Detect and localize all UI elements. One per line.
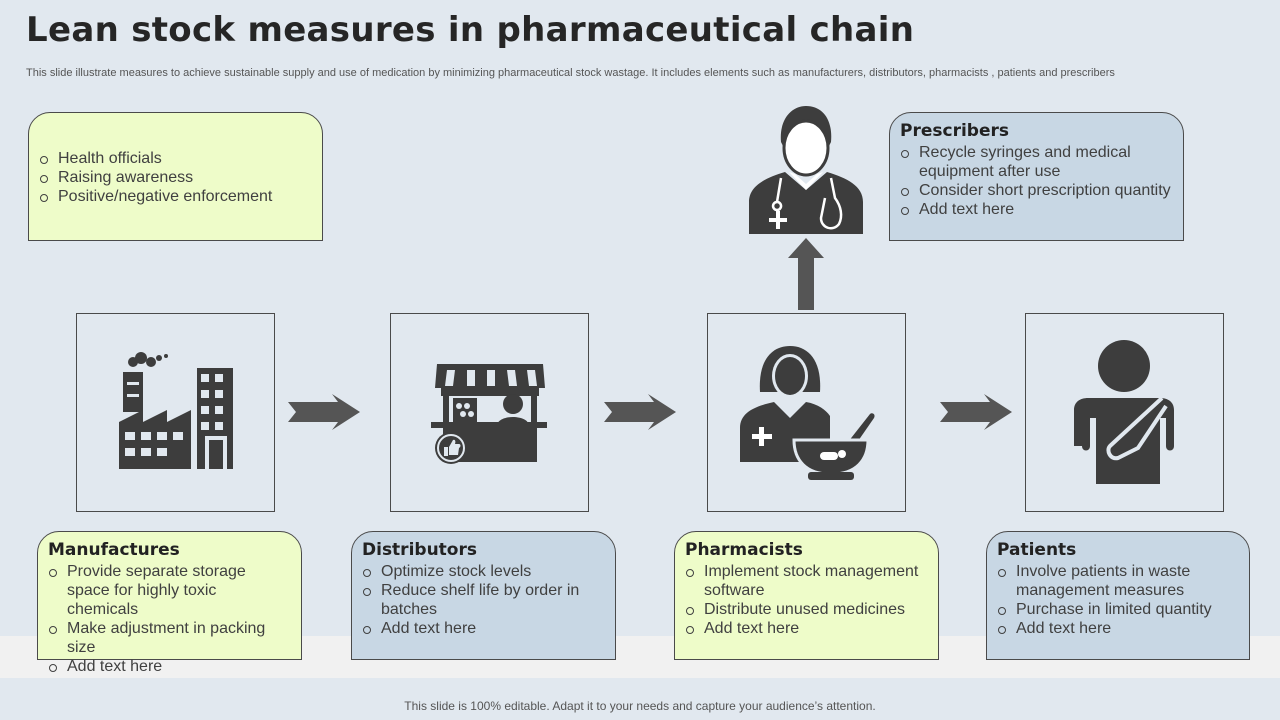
health-officials-card: Health officials Raising awareness Posit… — [28, 112, 323, 241]
list-item: Purchase in limited quantity — [997, 600, 1237, 619]
manufactures-list: Provide separate storage space for highl… — [48, 562, 289, 676]
arrow-right-icon — [604, 394, 676, 430]
pharmacists-icon-box — [707, 313, 906, 512]
prescribers-list: Recycle syringes and medical equipment a… — [900, 143, 1171, 219]
list-item: Make adjustment in packing size — [48, 619, 289, 657]
manufactures-heading: Manufactures — [48, 540, 180, 560]
arrow-up-icon — [788, 238, 824, 310]
pharmacist-mortar-icon — [740, 346, 875, 480]
distributors-list: Optimize stock levels Reduce shelf life … — [362, 562, 603, 638]
list-item: Add text here — [900, 200, 1171, 219]
list-item: Involve patients in waste management mea… — [997, 562, 1237, 600]
list-item: Reduce shelf life by order in batches — [362, 581, 603, 619]
list-item: Optimize stock levels — [362, 562, 603, 581]
slide-subtitle: This slide illustrate measures to achiev… — [26, 67, 1115, 79]
distributors-icon-box — [390, 313, 589, 512]
arrow-right-icon — [288, 394, 360, 430]
factory-icon — [119, 352, 233, 469]
list-item: Implement stock management software — [685, 562, 926, 600]
list-item: Positive/negative enforcement — [39, 187, 310, 206]
patients-list: Involve patients in waste management mea… — [997, 562, 1237, 638]
list-item: Raising awareness — [39, 168, 310, 187]
manufactures-card: Manufactures Provide separate storage sp… — [37, 531, 302, 675]
list-item: Recycle syringes and medical equipment a… — [900, 143, 1171, 181]
patient-sling-icon — [1074, 340, 1174, 484]
list-item: Add text here — [685, 619, 926, 638]
list-item: Distribute unused medicines — [685, 600, 926, 619]
pharmacists-card: Pharmacists Implement stock management s… — [674, 531, 939, 660]
list-item: Consider short prescription quantity — [900, 181, 1171, 200]
prescribers-heading: Prescribers — [900, 121, 1009, 141]
list-item: Add text here — [362, 619, 603, 638]
arrow-right-icon — [940, 394, 1012, 430]
distributors-card: Distributors Optimize stock levels Reduc… — [351, 531, 616, 660]
slide-footer: This slide is 100% editable. Adapt it to… — [404, 699, 876, 713]
doctor-stethoscope-icon — [749, 106, 863, 234]
prescribers-card: Prescribers Recycle syringes and medical… — [889, 112, 1184, 241]
market-stall-icon — [431, 364, 547, 464]
slide-title: Lean stock measures in pharmaceutical ch… — [26, 10, 915, 50]
list-item: Health officials — [39, 149, 310, 168]
list-item: Provide separate storage space for highl… — [48, 562, 289, 619]
pharmacists-heading: Pharmacists — [685, 540, 803, 560]
health-officials-list: Health officials Raising awareness Posit… — [39, 149, 310, 206]
patients-icon-box — [1025, 313, 1224, 512]
distributors-heading: Distributors — [362, 540, 477, 560]
manufactures-icon-box — [76, 313, 275, 512]
patients-heading: Patients — [997, 540, 1077, 560]
list-item: Add text here — [997, 619, 1237, 638]
patients-card: Patients Involve patients in waste manag… — [986, 531, 1250, 660]
pharmacists-list: Implement stock management software Dist… — [685, 562, 926, 638]
list-item: Add text here — [48, 657, 289, 676]
